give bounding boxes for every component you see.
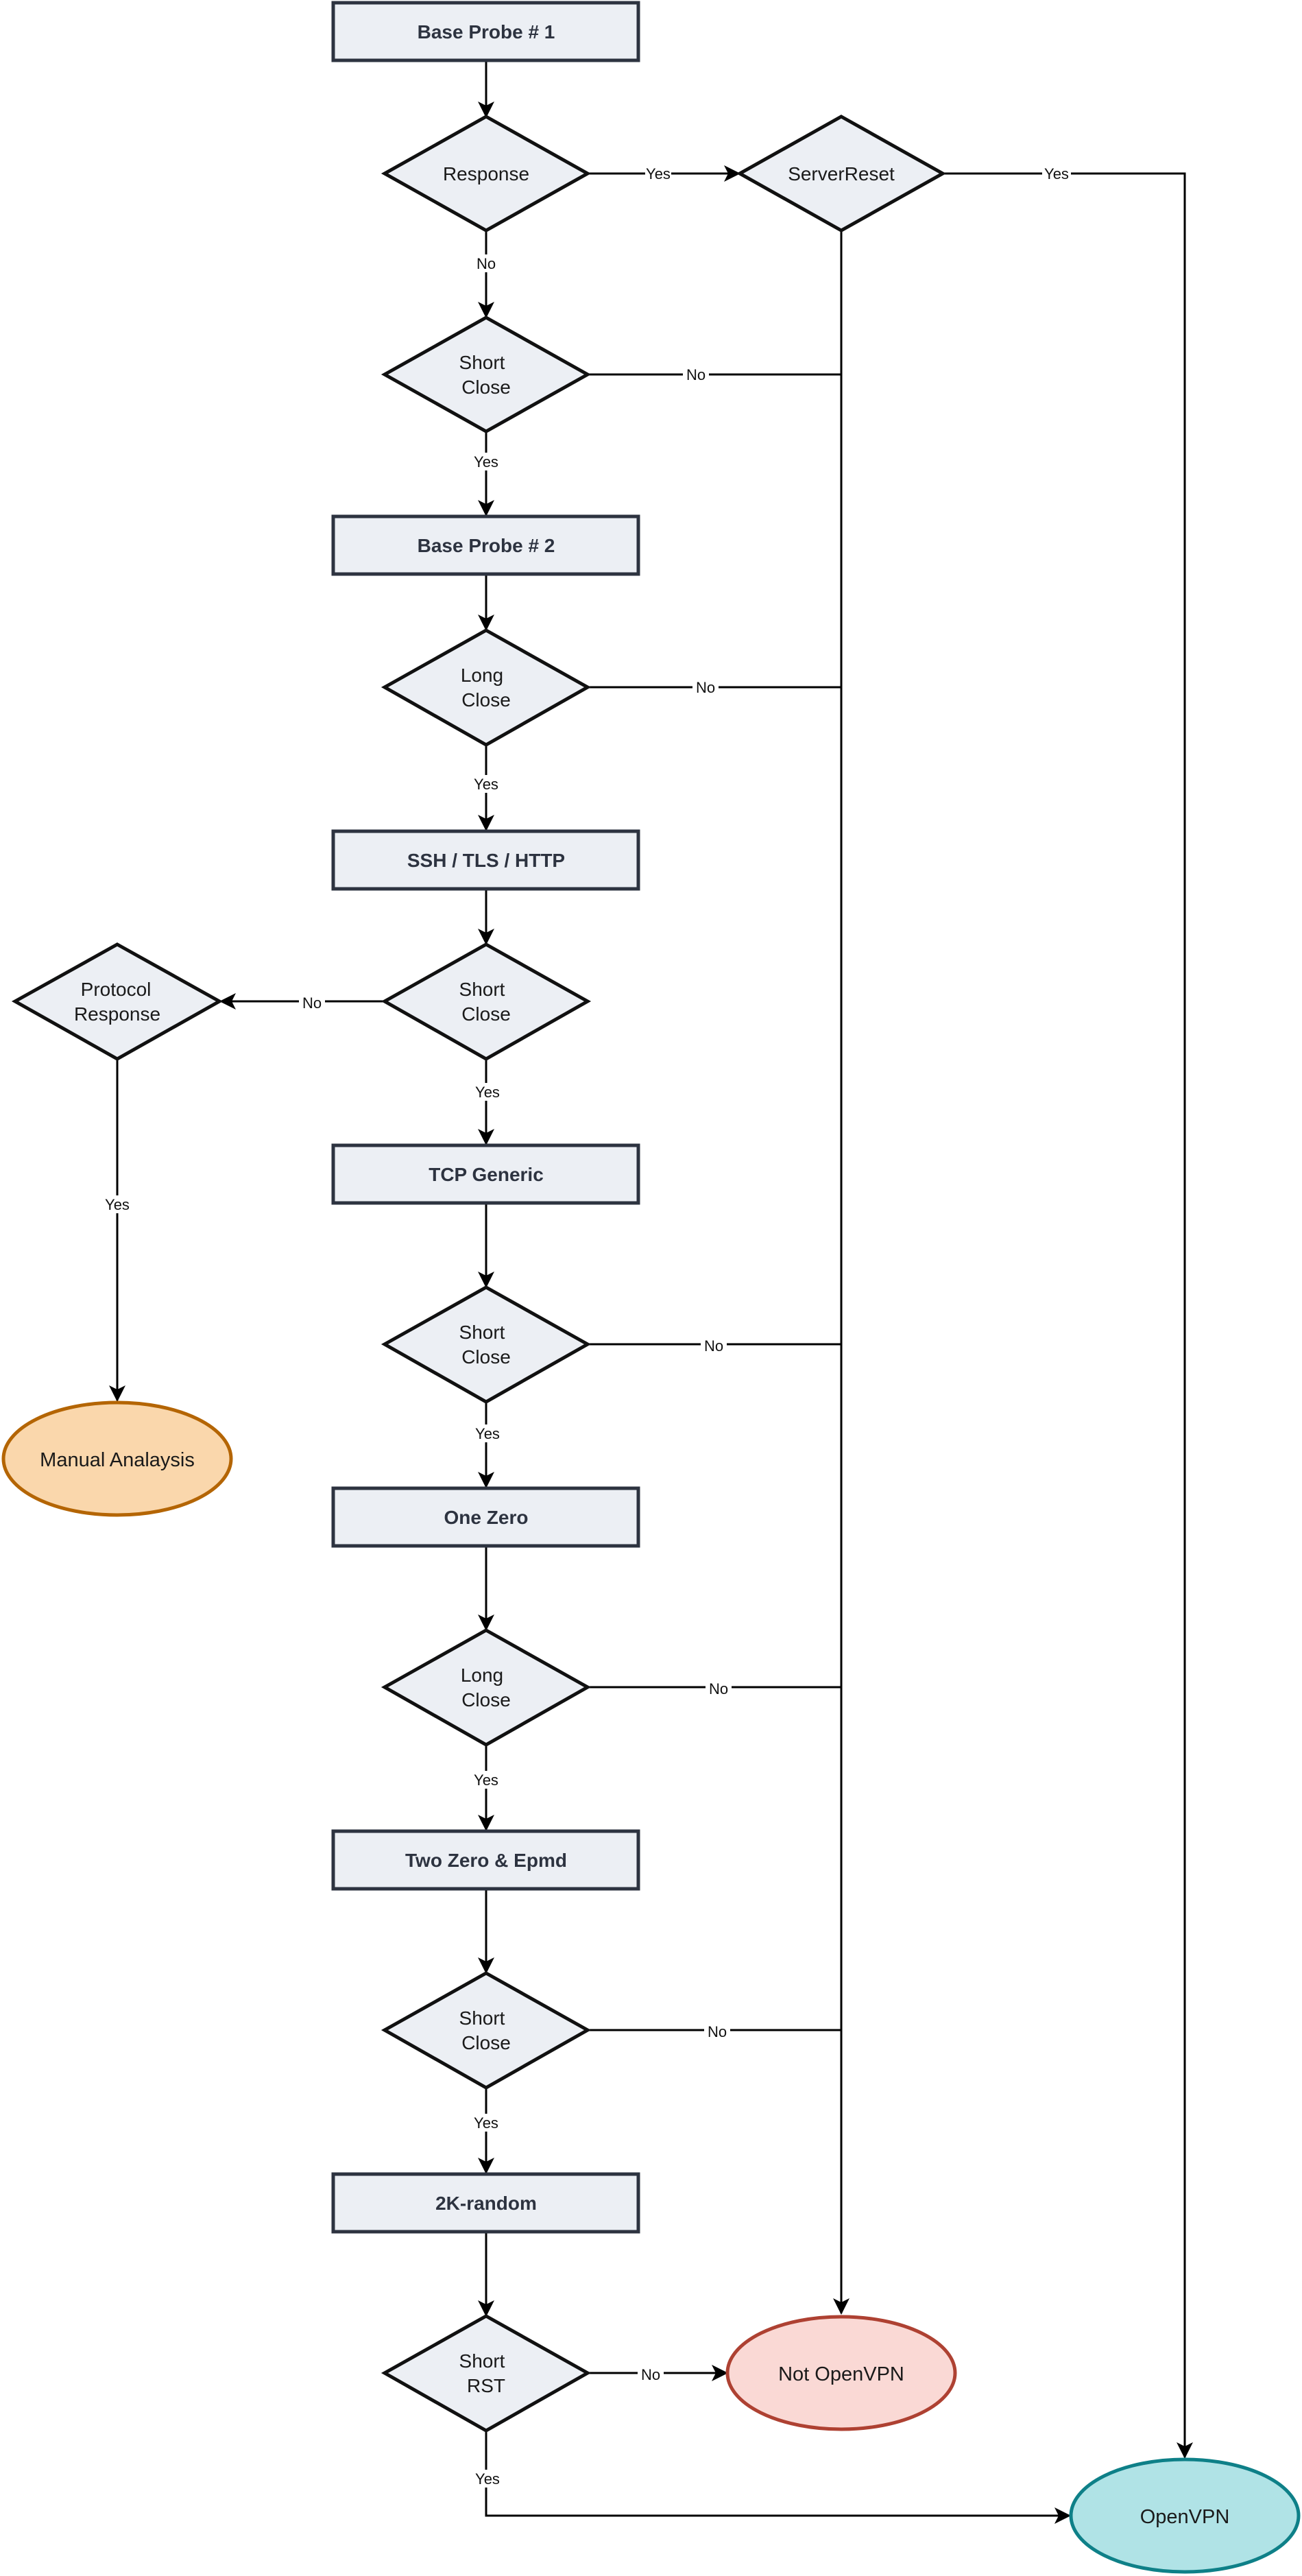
node-response-label: Response [443,163,529,184]
node-protocol-response: Protocol Response [11,942,224,1061]
process-boxes: Base Probe # 1 Base Probe # 2 SSH / TLS … [331,1,640,2234]
label-shortclose1-no: No [686,366,706,383]
node-short-close-4-line2: Close [461,2032,511,2053]
node-ssh-tls-http: SSH / TLS / HTTP [331,829,640,891]
svg-text:Close: Close [461,689,511,711]
node-short-rst-line1: Short [459,2350,505,2372]
node-2k-random: 2K-random [331,2172,640,2234]
node-short-close-2: Short Close [381,942,592,1061]
node-ssh-tls-http-label: SSH / TLS / HTTP [407,850,565,871]
label-shortclose2-no: No [302,994,322,1012]
node-short-close-3-line2: Close [461,1346,511,1368]
label-response-yes: Yes [646,165,671,182]
label-shortclose2-yes: Yes [475,1084,500,1101]
node-long-close-2-line1: Long [461,1665,503,1686]
node-not-openvpn-label: Not OpenVPN [778,2363,904,2385]
node-two-zero-epmd-label: Two Zero & Epmd [405,1850,567,1871]
label-protocol-yes: Yes [105,1196,130,1213]
node-short-close-3-line1: Short [459,1322,505,1343]
svg-text:RST: RST [467,2375,505,2396]
label-longclose1-yes: Yes [474,776,498,793]
node-tcp-generic: TCP Generic [331,1143,640,1205]
node-one-zero-label: One Zero [444,1507,529,1528]
node-short-close-1: Short Close [381,315,592,433]
node-short-rst-line2: RST [467,2375,505,2396]
node-manual-analysis-label: Manual Analaysis [40,1449,195,1471]
label-longclose2-no: No [709,1680,728,1697]
node-protocol-response-line1: Protocol [81,979,152,1000]
terminals: Manual Analaysis Not OpenVPN OpenVPN [1,1400,1301,2574]
node-short-close-3: Short Close [381,1285,592,1404]
node-openvpn: OpenVPN [1069,2457,1301,2574]
svg-text:Close: Close [461,1346,511,1368]
node-protocol-response-line2: Response [74,1003,160,1025]
node-long-close-2: Long Close [381,1628,592,1747]
label-longclose1-no: No [696,679,715,696]
edge-shortrst-yes [485,2431,1071,2524]
node-long-close-2-line2: Close [461,1689,511,1710]
node-response: Response [381,115,592,232]
label-shortclose4-no: No [708,2023,727,2040]
node-not-openvpn: Not OpenVPN [725,2315,957,2431]
node-2k-random-label: 2K-random [435,2193,537,2214]
node-base-probe-1: Base Probe # 1 [331,1,640,62]
svg-text:Long: Long [461,1665,503,1686]
node-base-probe-2-label: Base Probe # 2 [418,535,555,556]
label-response-no: No [477,255,496,272]
node-base-probe-1-label: Base Probe # 1 [418,21,555,43]
decision-diamonds: Response ServerReset Short Close Long Cl… [11,115,947,2433]
node-short-close-1-line1: Short [459,352,505,373]
label-shortclose4-yes: Yes [474,2114,498,2132]
node-manual-analysis: Manual Analaysis [1,1400,233,1517]
label-shortrst-no: No [641,2366,660,2383]
label-shortclose1-yes: Yes [474,453,498,470]
node-openvpn-label: OpenVPN [1140,2506,1230,2528]
svg-text:Response: Response [74,1003,160,1025]
node-server-reset-label: ServerReset [788,163,895,184]
node-long-close-1-line1: Long [461,665,503,686]
node-short-close-4-line1: Short [459,2007,505,2029]
svg-text:Close: Close [461,1689,511,1710]
svg-text:Close: Close [461,1003,511,1025]
node-one-zero: One Zero [331,1486,640,1548]
svg-text:Close: Close [461,2032,511,2053]
node-base-probe-2: Base Probe # 2 [331,514,640,576]
svg-text:Long: Long [461,665,503,686]
node-short-close-1-line2: Close [461,377,511,398]
edge-labels: Yes No Yes No Yes No Yes No Yes Yes No Y… [103,165,1071,2488]
node-short-rst: Short RST [381,2314,592,2433]
svg-text:Close: Close [461,377,511,398]
node-short-close-2-line2: Close [461,1003,511,1025]
node-server-reset: ServerReset [736,115,947,232]
label-serverreset-yes: Yes [1044,165,1069,182]
node-tcp-generic-label: TCP Generic [429,1164,544,1185]
svg-text:Short: Short [459,2350,505,2372]
node-short-close-4: Short Close [381,1971,592,2090]
svg-text:Protocol: Protocol [81,979,152,1000]
svg-text:Short: Short [459,1322,505,1343]
node-two-zero-epmd: Two Zero & Epmd [331,1829,640,1891]
edges [109,62,1193,2524]
svg-text:Short: Short [459,2007,505,2029]
label-longclose2-yes: Yes [474,1772,498,1789]
svg-text:Short: Short [459,979,505,1000]
label-shortclose3-yes: Yes [475,1425,500,1442]
label-shortclose3-no: No [704,1337,723,1355]
svg-text:Short: Short [459,352,505,373]
label-shortrst-yes: Yes [475,2470,500,2488]
edge-serverreset-yes [943,172,1193,2459]
node-long-close-1: Long Close [381,628,592,747]
node-short-close-2-line1: Short [459,979,505,1000]
node-long-close-1-line2: Close [461,689,511,711]
